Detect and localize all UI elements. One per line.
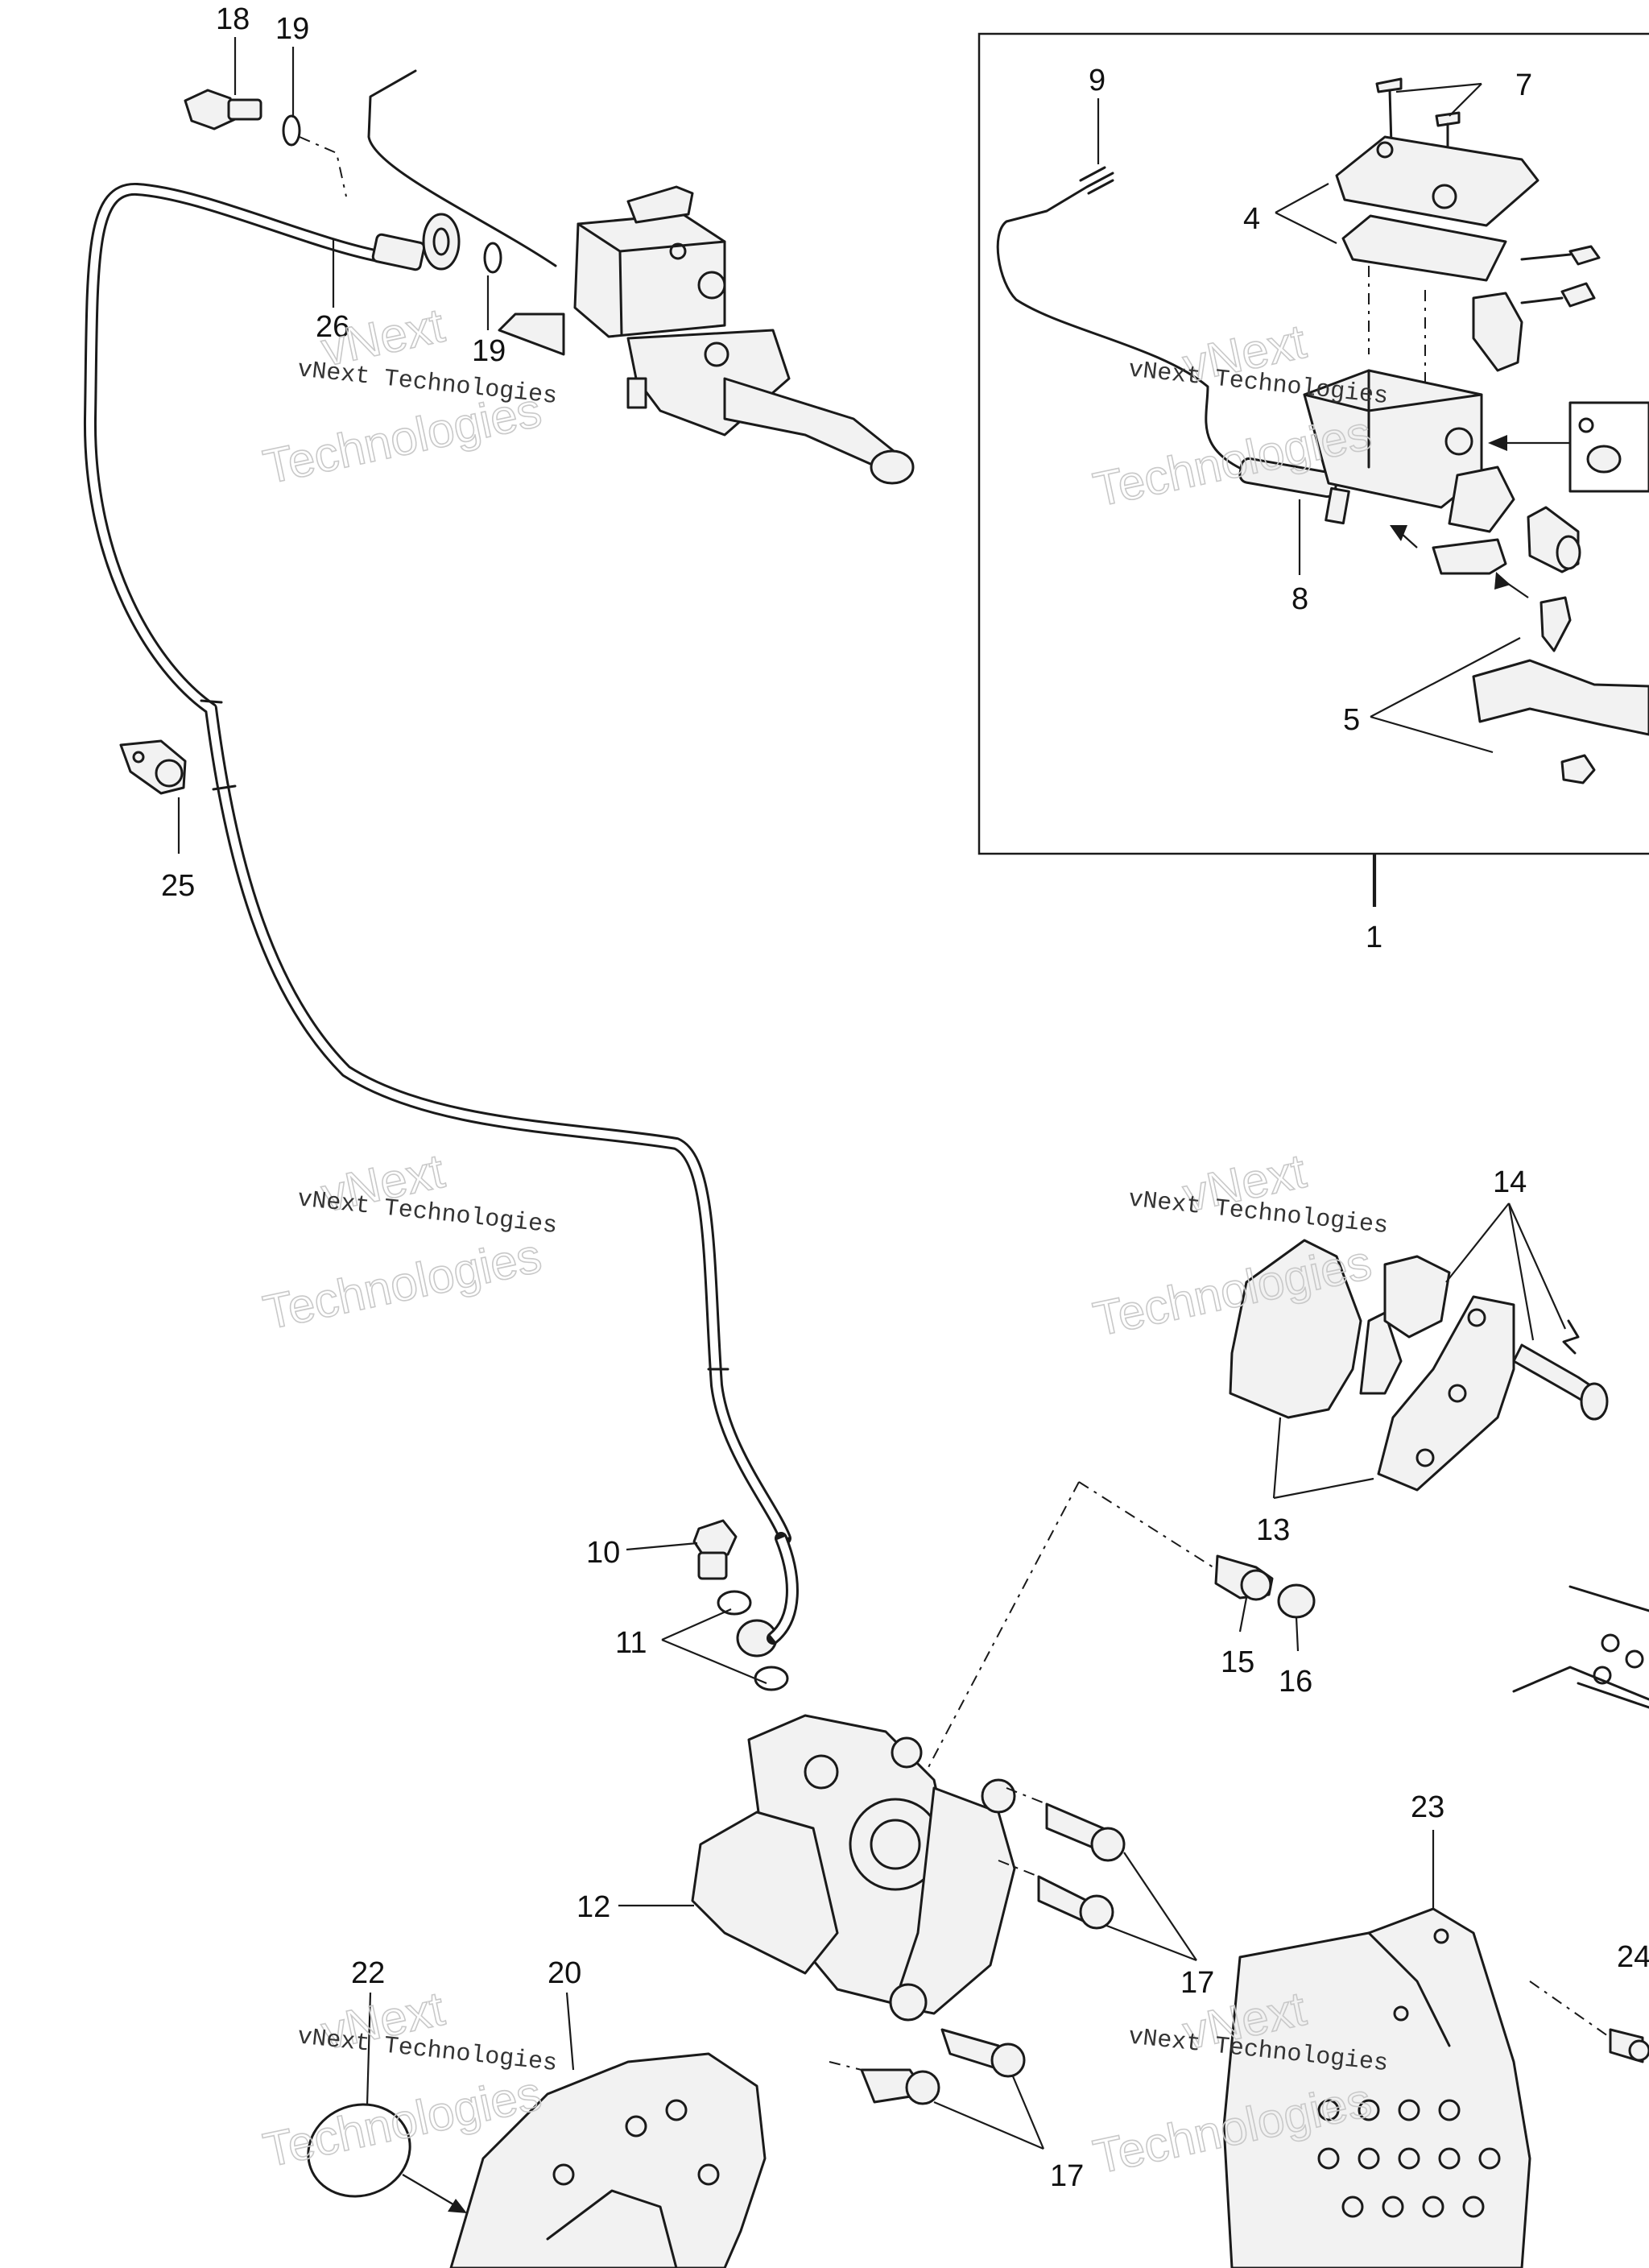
- caliper-pins-17-lower: [829, 2028, 1026, 2105]
- callout-22: 22: [351, 1956, 385, 1990]
- banjo-bolt-10: [692, 1519, 738, 1580]
- callout-14: 14: [1493, 1165, 1527, 1199]
- callout-20: 20: [548, 1956, 581, 1990]
- brake-hose: [83, 182, 791, 1545]
- washer-11-lower: [754, 1666, 789, 1691]
- bleed-screw-15: [1214, 1554, 1274, 1601]
- washer-11-upper: [717, 1590, 752, 1616]
- brake-disc-20: [449, 2052, 767, 2268]
- leader-lines: [177, 37, 1567, 2150]
- hose-upper-fitting: [371, 213, 461, 271]
- inset-wire-harness: [996, 166, 1350, 525]
- callout-12: 12: [577, 1890, 610, 1924]
- hose-clip-25: [119, 739, 187, 795]
- callout-5: 5: [1343, 703, 1360, 737]
- partial-bracket: [1512, 1585, 1649, 1709]
- callout-10: 10: [586, 1536, 620, 1570]
- callout-9: 9: [1089, 64, 1106, 97]
- svg-text:Technologies: Technologies: [258, 1228, 546, 1339]
- callout-numbers: 18 19 26 19 25 9 7 4 8 5 1 14 13 10 11 1…: [161, 2, 1649, 2193]
- svg-text:vNext Technologies: vNext Technologies: [296, 356, 559, 411]
- caliper-pins-17-upper: [998, 1787, 1126, 1930]
- master-cylinder-upper: [367, 69, 915, 485]
- callout-24: 24: [1617, 1940, 1649, 1974]
- callout-25: 25: [161, 869, 195, 903]
- callout-16: 16: [1279, 1665, 1312, 1699]
- guard-bolt-24: [1609, 2028, 1649, 2063]
- leader-arrows: [1390, 435, 1570, 598]
- retaining-ring-22: [307, 2103, 411, 2198]
- washer-19-lower: [483, 242, 502, 274]
- brake-pads: [1229, 1239, 1609, 1492]
- bleed-cap-16: [1277, 1583, 1316, 1619]
- callout-17-lower: 17: [1050, 2159, 1084, 2193]
- inset-master-cylinder: [1303, 77, 1649, 784]
- brake-guard-23: [1222, 1907, 1531, 2268]
- brake-caliper-12: [691, 1714, 1016, 2022]
- callout-7: 7: [1515, 68, 1532, 102]
- callout-15: 15: [1221, 1645, 1254, 1679]
- callout-13: 13: [1256, 1513, 1290, 1547]
- watermark-3: vNext Technologies vNext Technologies: [258, 1143, 559, 1340]
- callout-19-lower: 19: [472, 334, 506, 368]
- callout-1: 1: [1366, 921, 1382, 954]
- callout-26: 26: [316, 310, 349, 344]
- callout-18: 18: [216, 2, 250, 36]
- callout-4: 4: [1243, 202, 1260, 236]
- callout-8: 8: [1292, 582, 1308, 616]
- inset-frame: [977, 32, 1649, 855]
- callout-11: 11: [615, 1626, 647, 1660]
- callout-23: 23: [1411, 1790, 1444, 1824]
- banjo-bolt-18: [184, 89, 262, 130]
- washer-19-upper: [282, 114, 301, 147]
- callout-17-upper: 17: [1180, 1966, 1214, 2000]
- callout-19-upper: 19: [275, 12, 309, 46]
